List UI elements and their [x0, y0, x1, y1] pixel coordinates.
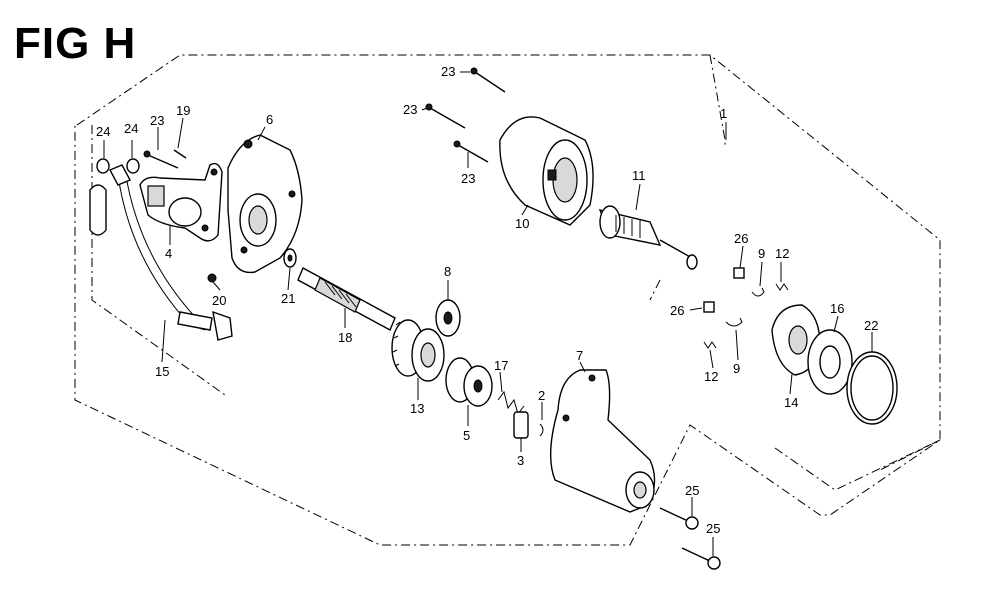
callout-20: 20 — [212, 293, 226, 308]
callout-7: 7 — [576, 348, 583, 363]
callout-26-upper: 26 — [734, 231, 748, 246]
leader-lines — [103, 71, 873, 556]
part-16-plate — [807, 329, 853, 395]
callout-19: 19 — [176, 103, 190, 118]
callout-23-left: 23 — [150, 113, 164, 128]
callout-24-a: 24 — [96, 124, 110, 139]
assembly-boundary — [74, 54, 941, 546]
callout-23-low: 23 — [461, 171, 475, 186]
callout-24-b: 24 — [124, 121, 138, 136]
part-22-o-ring — [846, 351, 898, 425]
callout-25-lower: 25 — [706, 521, 720, 536]
callout-1: 1 — [720, 106, 727, 121]
callout-26-lower: 26 — [670, 303, 684, 318]
part-15-harness — [109, 164, 213, 331]
part-13-gear — [391, 319, 445, 382]
callout-11: 11 — [632, 168, 646, 183]
callout-8: 8 — [444, 264, 451, 279]
callout-12-lower: 12 — [704, 369, 718, 384]
figure-title: FIG H — [14, 19, 137, 68]
callout-13: 13 — [410, 401, 424, 416]
callout-18: 18 — [338, 330, 352, 345]
part-24-nuts — [89, 158, 140, 236]
part-18-shaft — [297, 267, 396, 331]
callout-10: 10 — [515, 216, 529, 231]
part-6-cover — [227, 134, 303, 274]
callout-23-top: 23 — [441, 64, 455, 79]
callout-22: 22 — [864, 318, 878, 333]
part-21-washer — [283, 248, 297, 268]
callout-12-upper: 12 — [775, 246, 789, 261]
part-17-spring — [497, 390, 525, 416]
callout-21: 21 — [281, 291, 295, 306]
callout-9-upper: 9 — [758, 246, 765, 261]
callout-14: 14 — [784, 395, 798, 410]
part-7-housing — [549, 369, 656, 513]
part-10-yoke — [499, 116, 594, 226]
callout-4: 4 — [165, 246, 172, 261]
part-20-connector — [207, 273, 233, 341]
callout-3: 3 — [517, 453, 524, 468]
callout-9-lower: 9 — [733, 361, 740, 376]
part-23-19-bolts-left — [143, 149, 187, 169]
part-26-9-12-brushes — [703, 267, 789, 349]
callout-5: 5 — [463, 428, 470, 443]
callout-25-upper: 25 — [685, 483, 699, 498]
part-25-bolts — [659, 507, 721, 570]
callout-6: 6 — [266, 112, 273, 127]
part-8-small-gear — [435, 299, 461, 337]
part-5-pinion — [445, 357, 493, 407]
callout-16: 16 — [830, 301, 844, 316]
callout-15: 15 — [155, 364, 169, 379]
callout-23-mid: 23 — [403, 102, 417, 117]
callout-labels: 1 2 3 4 5 6 7 8 9 9 10 11 12 12 13 14 15… — [96, 64, 878, 536]
callout-17: 17 — [494, 358, 508, 373]
part-4-motor-body — [139, 162, 223, 242]
part-23-long-bolts — [425, 67, 506, 163]
part-11-armature — [598, 205, 698, 270]
part-2-clip — [539, 423, 544, 437]
callout-2: 2 — [538, 388, 545, 403]
part-3-collar — [513, 411, 529, 439]
